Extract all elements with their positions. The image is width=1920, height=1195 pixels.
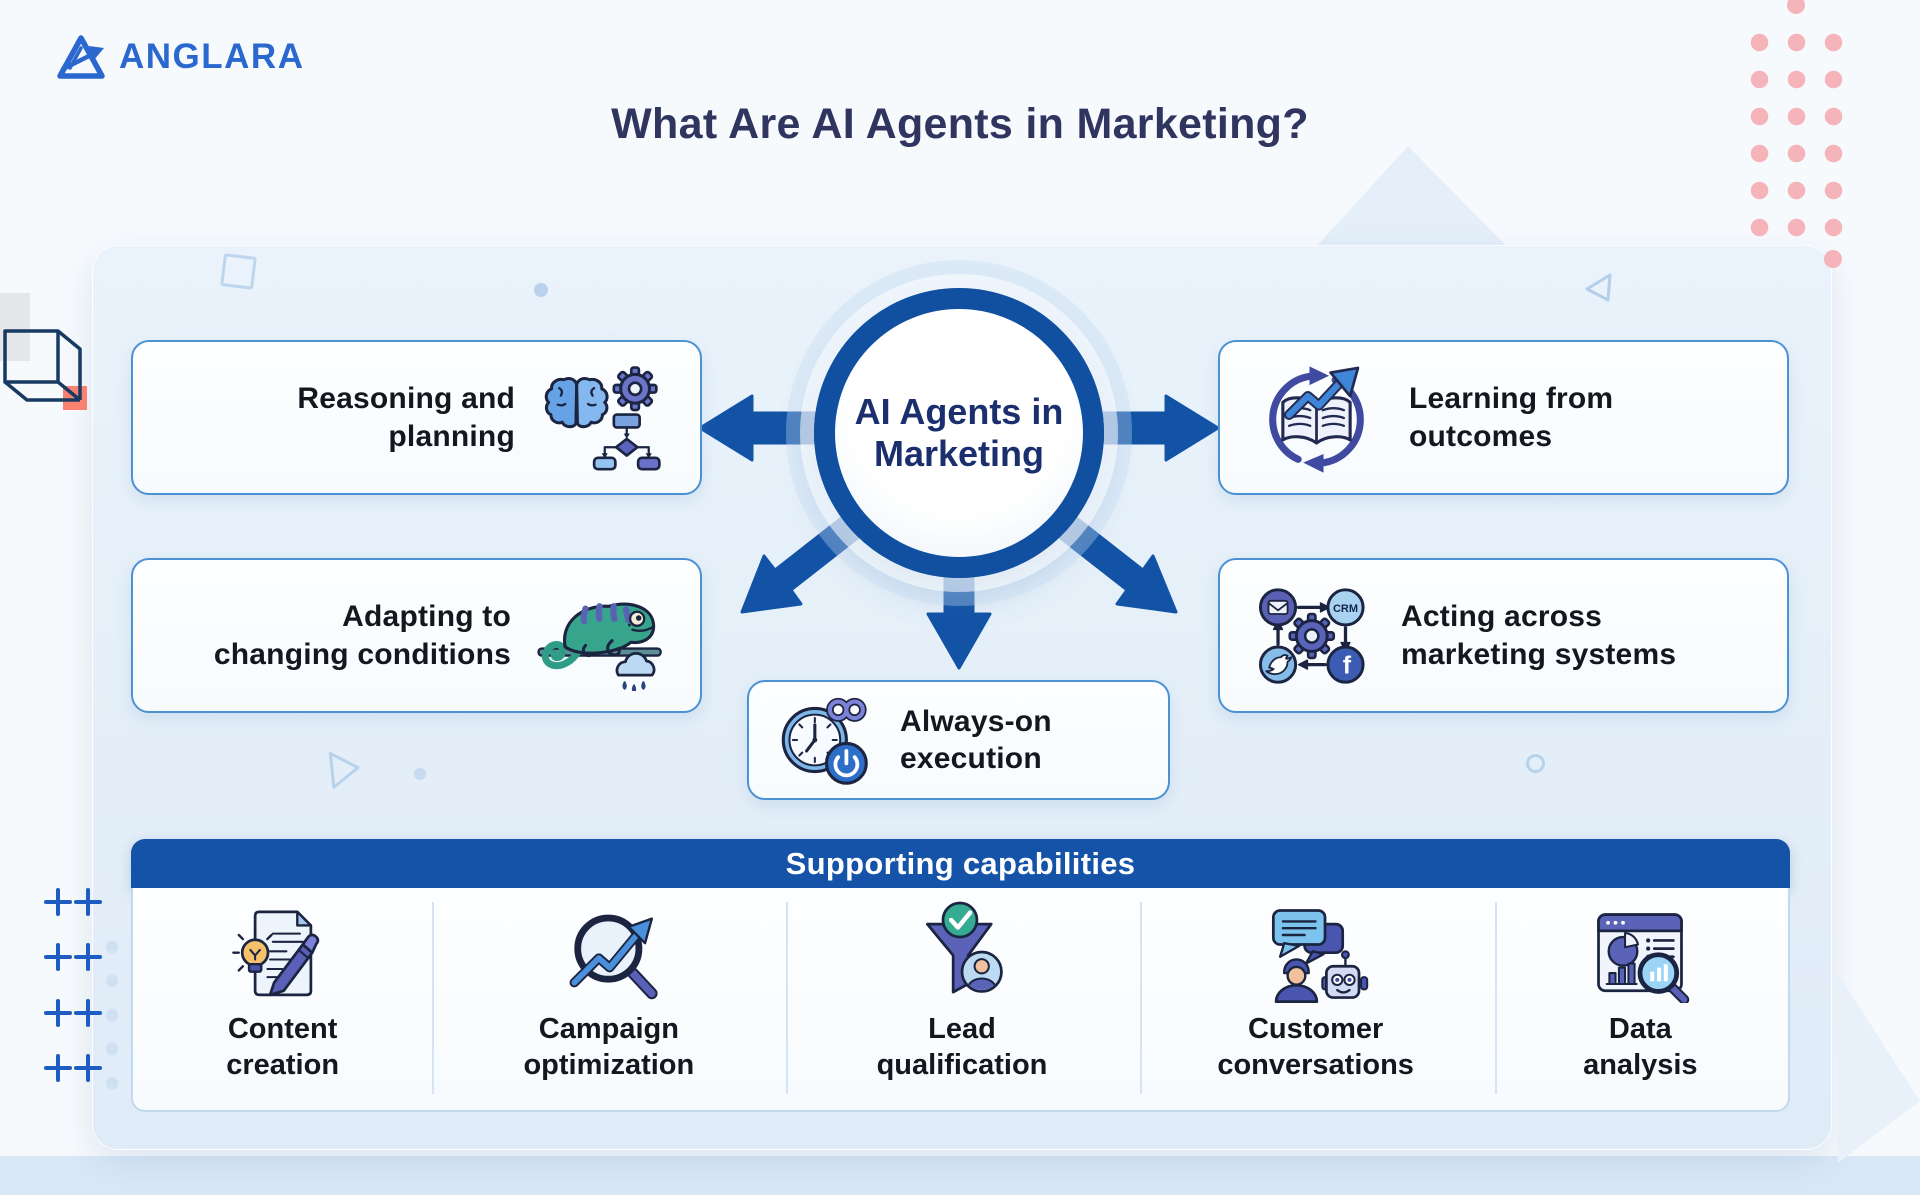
clock-infinity-power-icon	[781, 697, 868, 785]
square-outline-decoration	[220, 253, 257, 290]
page-title: What Are AI Agents in Marketing?	[611, 100, 1309, 148]
chat-person-robot-icon	[1272, 909, 1369, 1003]
feature-box-adapting: Adapting to changing conditions	[131, 558, 702, 713]
cube-wireframe-decoration	[3, 329, 82, 402]
brand-name: ANGLARA	[119, 37, 305, 76]
capability-lead-qualification: Lead qualification	[785, 888, 1138, 1110]
feature-label-line: Reasoning and	[297, 382, 515, 416]
capability-campaign-optimization: Campaign optimization	[432, 888, 785, 1110]
capability-customer-conversations: Customer conversations	[1139, 888, 1493, 1110]
supporting-capabilities-title: Supporting capabilities	[785, 845, 1136, 881]
capability-label-line: Data	[1608, 1013, 1672, 1045]
feature-label-line: Acting across	[1401, 600, 1602, 634]
bottom-accent-strip	[0, 1156, 1920, 1195]
capability-data-analysis: Data analysis	[1493, 888, 1788, 1110]
feature-label-line: marketing systems	[1401, 637, 1677, 671]
chameleon-icon	[537, 602, 662, 691]
pink-dot-decoration	[1787, 0, 1805, 14]
capability-label: Campaign optimization	[523, 1011, 694, 1084]
capability-label-line: creation	[226, 1049, 340, 1082]
hub-label: AI Agents in Marketing	[855, 391, 1064, 475]
facebook-badge: f	[1343, 651, 1352, 679]
capability-content-creation: Content creation	[133, 888, 432, 1110]
dashboard-magnifier-icon	[1597, 913, 1690, 1003]
brand-logo: ANGLARA	[55, 34, 304, 80]
hub-label-line1: AI Agents in	[854, 391, 1064, 433]
capability-label-line: optimization	[523, 1049, 695, 1082]
triangle-outline-decoration	[1585, 273, 1612, 302]
document-pen-bulb-icon	[231, 910, 319, 997]
capability-label: Data analysis	[1583, 1011, 1697, 1084]
capability-label-line: qualification	[876, 1049, 1048, 1082]
feature-label-line: Adapting to	[342, 600, 511, 634]
background-triangle-decoration	[1316, 146, 1516, 256]
book-growth-icon	[1269, 365, 1364, 473]
central-hub: AI Agents in Marketing	[814, 288, 1104, 578]
pink-dot-decoration	[1824, 250, 1842, 268]
column-divider	[1495, 902, 1497, 1094]
plus-decoration	[74, 999, 102, 1027]
plus-decoration	[44, 888, 72, 916]
feature-label-line: Learning from	[1409, 382, 1614, 416]
feature-box-learning: Learning from outcomes	[1218, 340, 1789, 495]
circle-outline-decoration	[1526, 754, 1545, 773]
feature-label-line: Always-on	[900, 704, 1052, 738]
plus-decoration	[74, 1054, 102, 1082]
plus-decoration	[74, 888, 102, 916]
magnifier-growth-icon	[569, 914, 658, 1000]
feature-box-acting: CRM f Acting across	[1218, 558, 1789, 713]
supporting-capabilities-header: Supporting capabilities	[131, 839, 1790, 888]
feature-label: Always-on execution	[900, 703, 1052, 777]
capability-label-line: conversations	[1217, 1049, 1414, 1082]
feature-box-reasoning: Reasoning and planning	[131, 340, 702, 495]
capability-label: Lead qualification	[877, 1011, 1048, 1084]
feature-box-always-on: Always-on execution	[747, 680, 1170, 800]
plus-decoration	[44, 1054, 72, 1082]
feature-label-line: outcomes	[1409, 419, 1553, 453]
crm-badge: CRM	[1333, 602, 1358, 614]
plus-decoration	[74, 943, 102, 971]
capability-label-line: Customer	[1247, 1013, 1384, 1045]
capability-label-line: Content	[227, 1013, 338, 1045]
feature-label: Learning from outcomes	[1409, 380, 1613, 454]
plus-decoration	[44, 943, 72, 971]
capability-label: Content creation	[226, 1011, 339, 1084]
bottom-right-triangle-decoration	[1836, 970, 1920, 1163]
dot-decoration	[534, 283, 548, 297]
column-divider	[1140, 902, 1142, 1094]
feature-label-line: execution	[900, 742, 1042, 775]
feature-label: Acting across marketing systems	[1401, 598, 1676, 672]
brain-flowchart-icon	[544, 365, 661, 471]
capability-label-line: Lead	[928, 1013, 996, 1045]
feature-label-line: changing conditions	[213, 637, 511, 671]
feature-label: Reasoning and planning	[297, 380, 515, 454]
capability-label-line: Campaign	[538, 1013, 679, 1045]
triangle-arrow-logo-icon	[57, 35, 105, 79]
capability-label-line: analysis	[1583, 1049, 1698, 1082]
pink-dots-decoration	[1741, 24, 1852, 246]
feature-label-line: planning	[388, 419, 515, 453]
light-dots-decoration	[104, 930, 120, 1100]
column-divider	[432, 902, 434, 1094]
plus-decoration	[44, 999, 72, 1027]
feature-label: Adapting to changing conditions	[214, 598, 511, 672]
marketing-systems-icon: CRM f	[1258, 587, 1365, 684]
hub-label-line2: Marketing	[873, 433, 1045, 474]
dot-decoration	[414, 768, 426, 780]
column-divider	[786, 902, 788, 1094]
triangle-outline-decoration	[328, 751, 360, 789]
funnel-check-person-icon	[925, 901, 1003, 994]
capability-label: Customer conversations	[1217, 1011, 1414, 1084]
supporting-capabilities-row: Content creation Campaign optimization	[131, 888, 1790, 1112]
